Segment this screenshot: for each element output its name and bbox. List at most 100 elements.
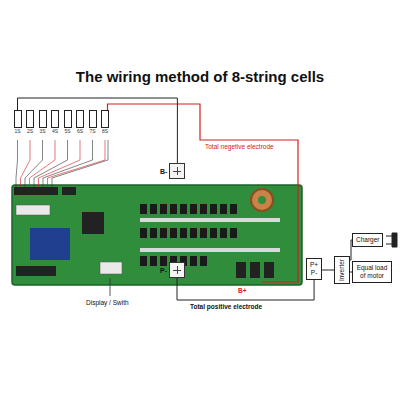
battery-cell: 7S: [87, 110, 98, 134]
node-label: Equal load of motor: [356, 264, 388, 280]
mosfet: [210, 204, 217, 214]
balance-wire: [39, 140, 81, 187]
leader-line: [110, 278, 111, 296]
pcb-board: [12, 185, 302, 285]
capacitor: [250, 262, 260, 278]
battery-cell: 6S: [75, 110, 86, 134]
wire-connector: [322, 270, 334, 271]
mosfet: [220, 228, 227, 238]
plug-icon: [386, 233, 397, 247]
diagram-title: The wiring method of 8-string cells: [0, 68, 400, 85]
cell-body: [64, 110, 72, 128]
mosfet: [160, 256, 167, 266]
mosfet: [180, 228, 187, 238]
battery-cell: 8S: [100, 110, 111, 134]
node-label: Inverter: [338, 259, 346, 281]
negative-wire: [108, 104, 299, 282]
mosfet: [180, 204, 187, 214]
battery-cell: 4S: [50, 110, 61, 134]
balance-wire: [43, 140, 93, 187]
wire-label: Total positive electrode: [190, 303, 262, 310]
mosfet: [170, 204, 177, 214]
mosfet: [140, 204, 147, 214]
component-block: [16, 205, 50, 215]
mosfet-rows: [140, 204, 237, 266]
terminal-square: [169, 262, 185, 278]
mosfet: [230, 228, 237, 238]
balance-connector: [14, 187, 58, 195]
wire-connector: [177, 278, 314, 300]
node-label: 5S: [64, 128, 70, 134]
cell-body: [101, 110, 109, 128]
motor-load-box: Equal load of motor: [352, 261, 392, 283]
capacitor: [264, 262, 274, 278]
balance-wire: [52, 140, 108, 187]
mosfet: [200, 256, 207, 266]
mosfet: [170, 228, 177, 238]
mosfet: [140, 256, 147, 266]
mosfet: [150, 204, 157, 214]
terminal-pad: B-: [160, 163, 185, 179]
cell-body: [89, 110, 97, 128]
busbar: [140, 248, 280, 252]
balance-wire: [34, 140, 68, 187]
inverter-box: Inverter: [334, 256, 350, 284]
node-label: Charger: [356, 236, 379, 244]
balance-connector: [62, 187, 76, 195]
terminal-square: [169, 163, 185, 179]
battery-cell: 3S: [37, 110, 48, 134]
mosfet: [140, 228, 147, 238]
node-label: 6S: [77, 128, 83, 134]
mosfet: [160, 204, 167, 214]
inductor-coil: [251, 189, 273, 211]
battery-cell: 1S: [12, 110, 23, 134]
balance-wire: [16, 140, 18, 187]
cell-body: [14, 110, 22, 128]
charger-box: Charger: [352, 233, 383, 247]
cell-body: [51, 110, 59, 128]
cell-body: [39, 110, 47, 128]
inductor-core: [258, 196, 266, 204]
balance-wire: [30, 140, 56, 187]
node-label: P-: [310, 269, 318, 277]
mosfet: [200, 204, 207, 214]
cell-body: [26, 110, 34, 128]
wire-connector: [18, 98, 178, 163]
wire-label: Total negetive electrode: [205, 143, 274, 150]
controller-chip: [82, 212, 104, 234]
terminal-label: B+: [238, 287, 247, 294]
node-label: 2S: [27, 128, 33, 134]
display-connector: [16, 266, 56, 276]
busbar: [140, 218, 280, 222]
node-label: P-: [160, 267, 167, 274]
callout-label: Display / Swith: [86, 299, 129, 306]
node-label: 4S: [52, 128, 58, 134]
terminal-pad: P-: [160, 262, 185, 278]
mosfet: [150, 228, 157, 238]
cell-body: [76, 110, 84, 128]
capacitor-bank: [30, 228, 70, 260]
node-label: 7S: [89, 128, 95, 134]
output-terminal-box: P+P-: [306, 258, 322, 280]
node-label: 1S: [14, 128, 20, 134]
mosfet: [190, 204, 197, 214]
battery-cell: 2S: [25, 110, 36, 134]
node-label: 3S: [39, 128, 45, 134]
mosfet: [210, 228, 217, 238]
mosfet: [160, 228, 167, 238]
mosfet: [190, 228, 197, 238]
node-label: B-: [160, 168, 167, 175]
mosfet: [200, 228, 207, 238]
node-label: 8S: [102, 128, 108, 134]
mosfet: [230, 204, 237, 214]
battery-cell: 5S: [62, 110, 73, 134]
capacitor: [236, 262, 246, 278]
mosfet: [150, 256, 157, 266]
mosfet: [190, 256, 197, 266]
switch-connector: [100, 262, 122, 274]
node-label: P+: [310, 261, 318, 269]
balance-wires: [16, 140, 108, 187]
mosfet: [220, 204, 227, 214]
